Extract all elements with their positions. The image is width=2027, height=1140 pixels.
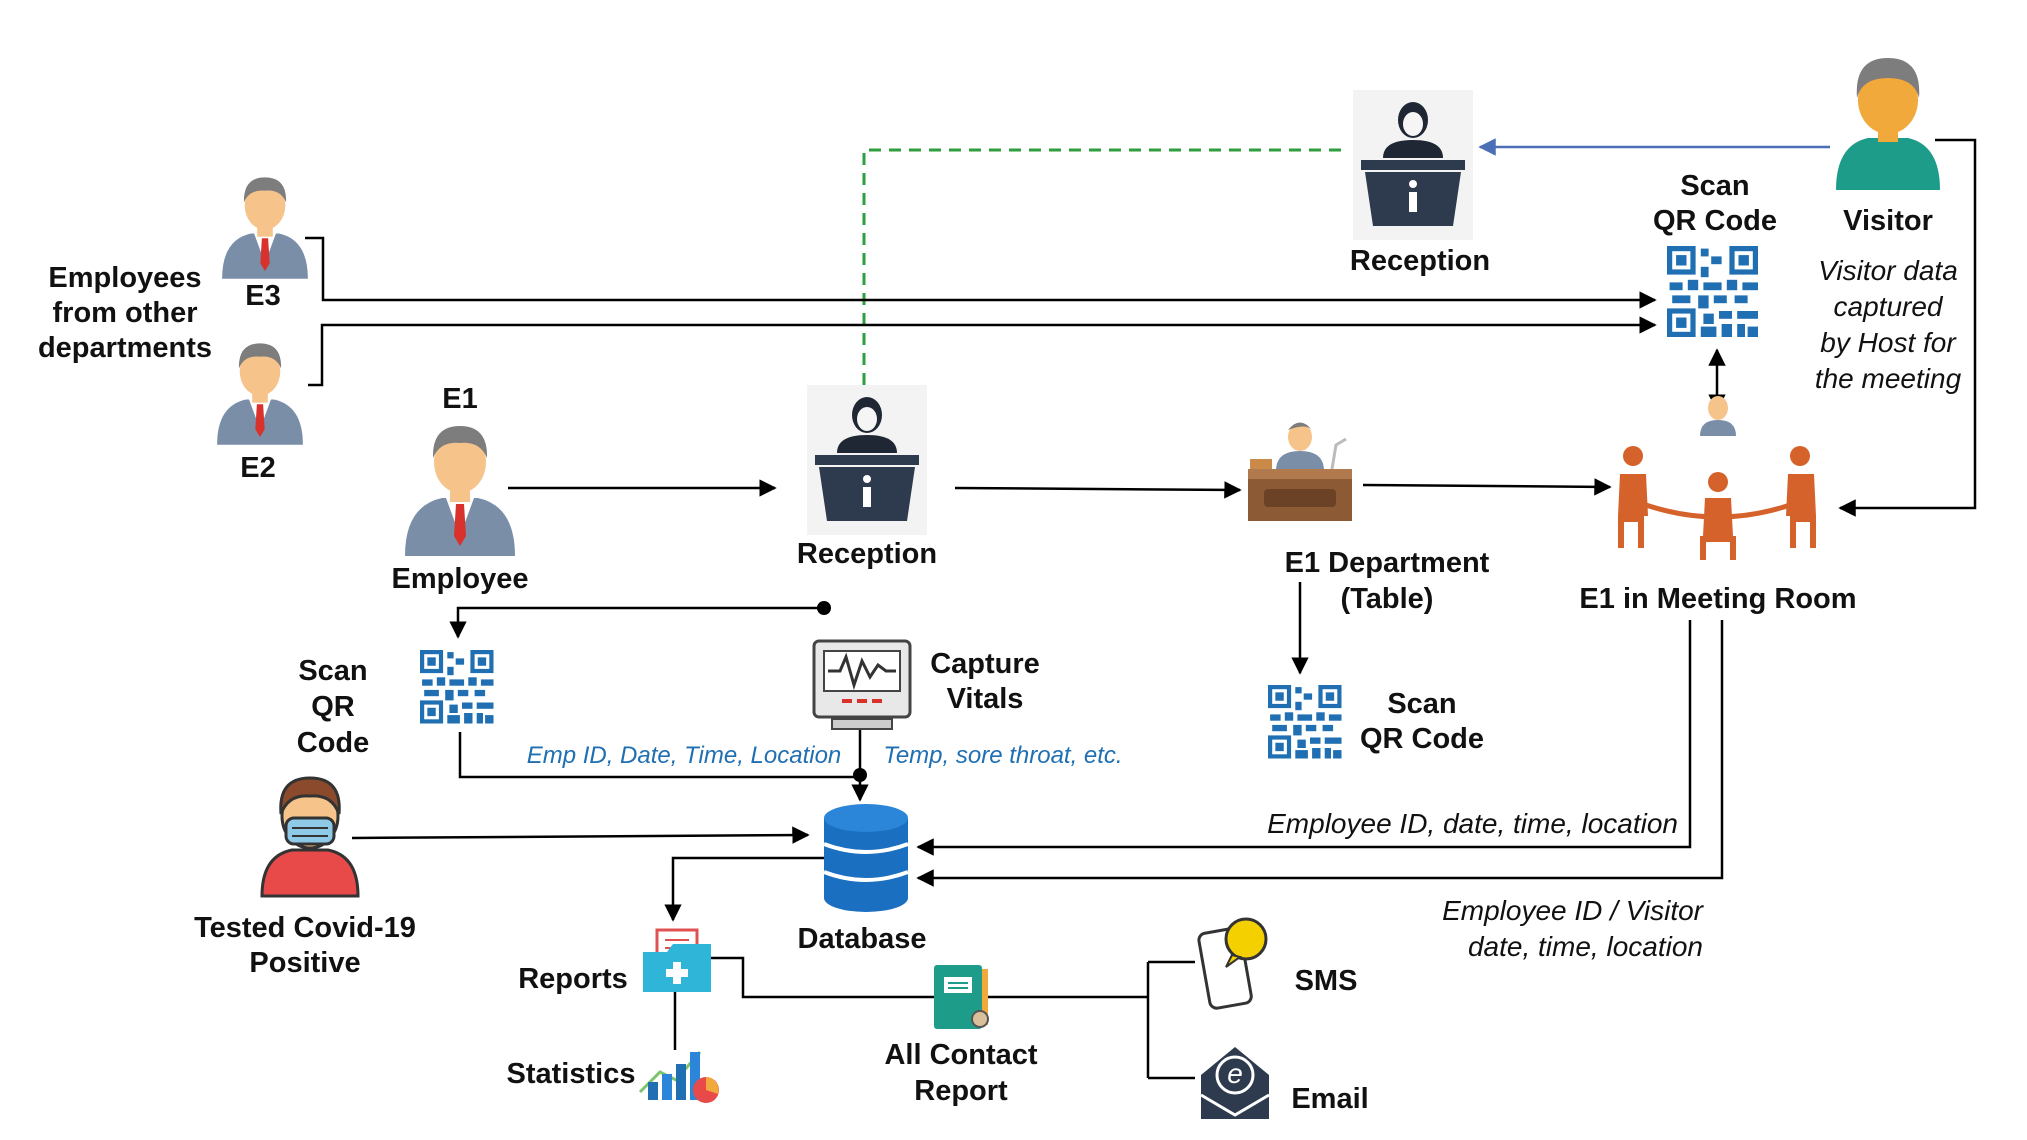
line-reports-to-notify — [708, 956, 1148, 999]
e1-department: E1 Department (Table) — [1248, 422, 1490, 615]
arrow-e2-to-scan — [308, 316, 1657, 387]
arrow-e3-to-scan — [305, 236, 1657, 309]
arrow-visitor-to-meeting — [1838, 138, 1977, 517]
qr-code-icon — [420, 650, 494, 724]
arrow-covid-to-database — [351, 826, 810, 844]
other-depts-line-3: departments — [38, 332, 212, 364]
sms-phone-icon — [1197, 917, 1268, 1010]
scan-qr-left: Scan QR Code — [297, 650, 494, 759]
reports-folder-icon — [643, 928, 711, 992]
statistics-label: Statistics — [507, 1058, 636, 1090]
database: Database — [798, 804, 927, 955]
scan-qr-department: Scan QR Code — [1268, 685, 1484, 759]
scan-dept-line-2: QR Code — [1360, 723, 1484, 755]
sms: SMS — [1197, 917, 1358, 1010]
arrow-reception-to-scan — [449, 606, 824, 639]
scan-left-line-1: Scan — [298, 655, 367, 687]
all-contact-report: All Contact Report — [884, 965, 1038, 1107]
visitor-note-line-3: by Host for — [1820, 327, 1957, 358]
capture-vitals: Capture Vitals — [812, 639, 1040, 730]
e1-label: Employee — [392, 563, 529, 595]
visitor: Visitor Visitor data captured by Host fo… — [1815, 58, 1962, 394]
visitor-label: Visitor — [1843, 205, 1933, 237]
e1-top-label: E1 — [442, 383, 477, 415]
reports: Reports — [518, 928, 711, 995]
scan-top-line-2: QR Code — [1653, 205, 1777, 237]
statistics-chart-icon — [638, 1051, 719, 1103]
department-line-1: E1 Department — [1285, 547, 1490, 579]
scan-qr-top: Scan QR Code — [1653, 170, 1777, 337]
vitals-line-1: Capture — [930, 648, 1040, 680]
other-depts-line-2: from other — [53, 297, 198, 329]
employee-e3: E3 — [222, 177, 308, 312]
qr-code-icon — [1667, 246, 1758, 337]
vitals-monitor-icon — [812, 639, 912, 730]
meeting-label: E1 in Meeting Room — [1579, 583, 1856, 615]
annotation-emp-scan-data: Emp ID, Date, Time, Location — [527, 742, 842, 769]
email: e Email — [1200, 1047, 1369, 1119]
employee-icon — [222, 177, 308, 279]
annotation-vitals-data: Temp, sore throat, etc. — [883, 742, 1122, 769]
covid-positive-person: Tested Covid-19 Positive — [194, 776, 416, 979]
annotation-visitor-data-line-2: date, time, location — [1468, 931, 1703, 962]
employee-e1: E1 Employee — [392, 383, 529, 595]
scan-left-line-3: Code — [297, 727, 370, 759]
statistics: Statistics — [507, 1051, 719, 1103]
visitor-note-line-4: the meeting — [1815, 363, 1962, 394]
reception-top-label: Reception — [1350, 245, 1490, 277]
reception-desk-icon — [807, 385, 927, 535]
vitals-line-2: Vitals — [947, 683, 1024, 715]
contact-report-line-2: Report — [914, 1075, 1008, 1107]
meeting-room-icon — [1618, 396, 1816, 560]
arrow-department-to-meeting — [1362, 478, 1612, 496]
database-label: Database — [798, 923, 927, 955]
employee-e2: E2 — [217, 343, 303, 484]
dashed-reception-link — [862, 148, 1345, 385]
e3-label: E3 — [245, 280, 280, 312]
annotation-visitor-data-line-1: Employee ID / Visitor — [1442, 895, 1705, 926]
arrow-meeting-to-database-2 — [916, 620, 1724, 887]
masked-person-icon — [260, 776, 360, 898]
email-envelope-icon: e — [1200, 1047, 1270, 1119]
contact-report-book-icon — [934, 965, 989, 1029]
arrow-meeting-to-database-1 — [916, 620, 1692, 856]
line-scan-to-database — [458, 732, 860, 779]
svg-text:e: e — [1227, 1058, 1243, 1089]
database-icon — [823, 804, 909, 912]
reception-top: Reception — [1350, 90, 1490, 277]
arrow-database-to-reports — [664, 856, 828, 922]
covid-line-2: Positive — [249, 947, 360, 979]
reception-main: Reception — [797, 385, 937, 570]
scan-top-line-1: Scan — [1680, 170, 1749, 202]
contact-report-line-1: All Contact — [884, 1039, 1037, 1071]
arrow-reception-to-department — [954, 481, 1242, 499]
scan-dept-line-1: Scan — [1387, 688, 1456, 720]
visitor-note-line-1: Visitor data — [1818, 255, 1958, 286]
qr-code-icon — [1268, 685, 1342, 759]
meeting-room: E1 in Meeting Room — [1579, 396, 1857, 615]
employee-icon — [405, 426, 515, 556]
other-depts-line-1: Employees — [48, 262, 201, 294]
reception-desk-icon — [1353, 90, 1473, 240]
visitor-icon — [1836, 58, 1940, 190]
employee-icon — [217, 343, 303, 445]
reports-label: Reports — [518, 963, 628, 995]
email-label: Email — [1291, 1083, 1368, 1115]
covid-line-1: Tested Covid-19 — [194, 912, 416, 944]
other-departments-label: Employees from other departments — [38, 262, 212, 364]
e2-label: E2 — [240, 452, 275, 484]
department-line-2: (Table) — [1341, 583, 1434, 615]
sms-label: SMS — [1295, 965, 1358, 997]
office-table-icon — [1248, 422, 1352, 521]
scan-left-line-2: QR — [311, 691, 355, 723]
annotation-meeting-data: Employee ID, date, time, location — [1267, 808, 1678, 839]
reception-main-label: Reception — [797, 538, 937, 570]
visitor-note-line-2: captured — [1834, 291, 1944, 322]
